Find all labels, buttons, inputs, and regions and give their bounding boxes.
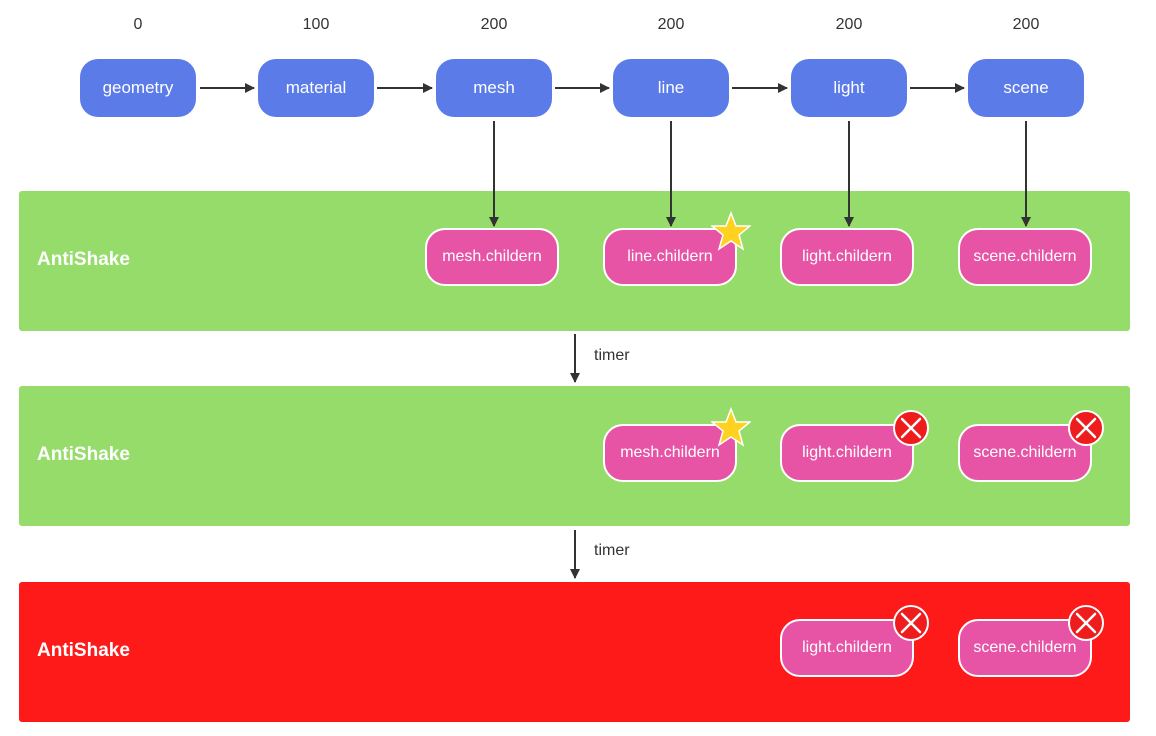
top-label-line: 200 xyxy=(657,16,685,33)
timer-label: timer xyxy=(594,347,630,364)
child-node-scene: scene.childern xyxy=(958,228,1092,286)
child-node-light: light.childern xyxy=(780,424,914,482)
child-node-line: line.childern xyxy=(603,228,737,286)
band-label: AntiShake xyxy=(37,249,130,270)
stage-node-geometry: geometry xyxy=(80,59,196,117)
star-icon xyxy=(711,407,751,447)
stage-node-material: material xyxy=(258,59,374,117)
child-node-mesh: mesh.childern xyxy=(425,228,559,286)
timer-label: timer xyxy=(594,542,630,559)
top-label-geometry: 0 xyxy=(133,16,143,33)
cancel-icon xyxy=(893,410,929,446)
child-node-light: light.childern xyxy=(780,619,914,677)
antishake-band-3: AntiShake xyxy=(19,582,1130,722)
top-label-material: 100 xyxy=(302,16,330,33)
stage-node-scene: scene xyxy=(968,59,1084,117)
cancel-icon xyxy=(1068,410,1104,446)
band-label: AntiShake xyxy=(37,444,130,465)
child-node-mesh: mesh.childern xyxy=(603,424,737,482)
star-icon xyxy=(711,211,751,251)
top-label-scene: 200 xyxy=(1012,16,1040,33)
antishake-band-1: AntiShake xyxy=(19,191,1130,331)
child-node-light: light.childern xyxy=(780,228,914,286)
band-label: AntiShake xyxy=(37,640,130,661)
cancel-icon xyxy=(1068,605,1104,641)
antishake-band-2: AntiShake xyxy=(19,386,1130,526)
stage-node-light: light xyxy=(791,59,907,117)
top-label-mesh: 200 xyxy=(480,16,508,33)
top-label-light: 200 xyxy=(835,16,863,33)
stage-node-mesh: mesh xyxy=(436,59,552,117)
stage-node-line: line xyxy=(613,59,729,117)
cancel-icon xyxy=(893,605,929,641)
